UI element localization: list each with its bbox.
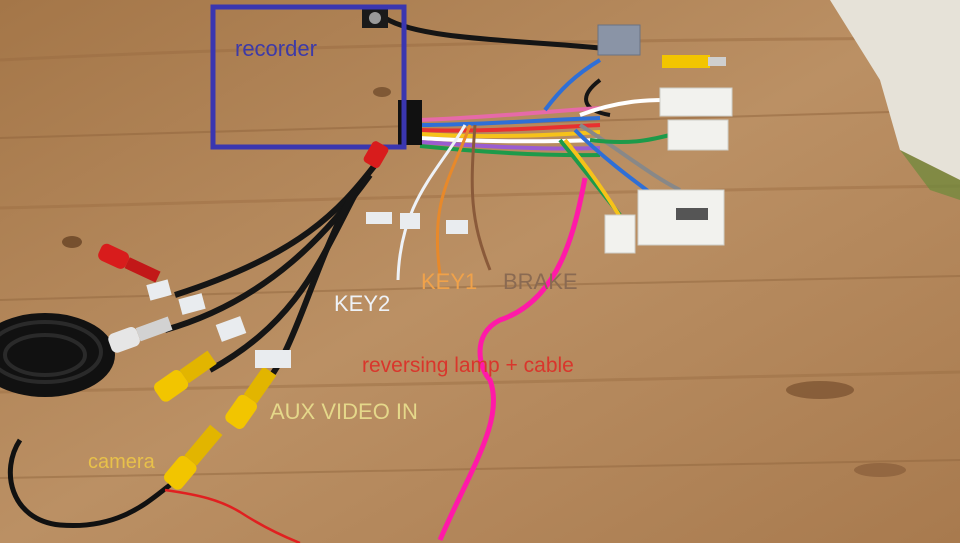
reversing-lamp-label: reversing lamp + cable — [362, 354, 574, 377]
recorder-label: recorder — [235, 36, 317, 61]
red-wire — [164, 488, 301, 543]
background-wall — [830, 0, 960, 200]
coiled-black-cable — [0, 313, 172, 529]
connectors — [597, 24, 733, 254]
signal-wires — [396, 124, 492, 281]
wire-tags — [146, 212, 468, 368]
aux-video-in-label: AUX VIDEO IN — [270, 399, 418, 424]
key2-label: KEY2 — [334, 291, 391, 316]
brake-label: BRAKE — [503, 269, 578, 294]
rca-plugs — [98, 141, 389, 490]
recorder-outline — [210, 4, 407, 150]
key1-label: KEY1 — [421, 269, 478, 294]
reversing-lamp-wire — [437, 177, 588, 541]
antenna-plug — [362, 8, 388, 28]
camera-label: camera — [88, 451, 155, 473]
